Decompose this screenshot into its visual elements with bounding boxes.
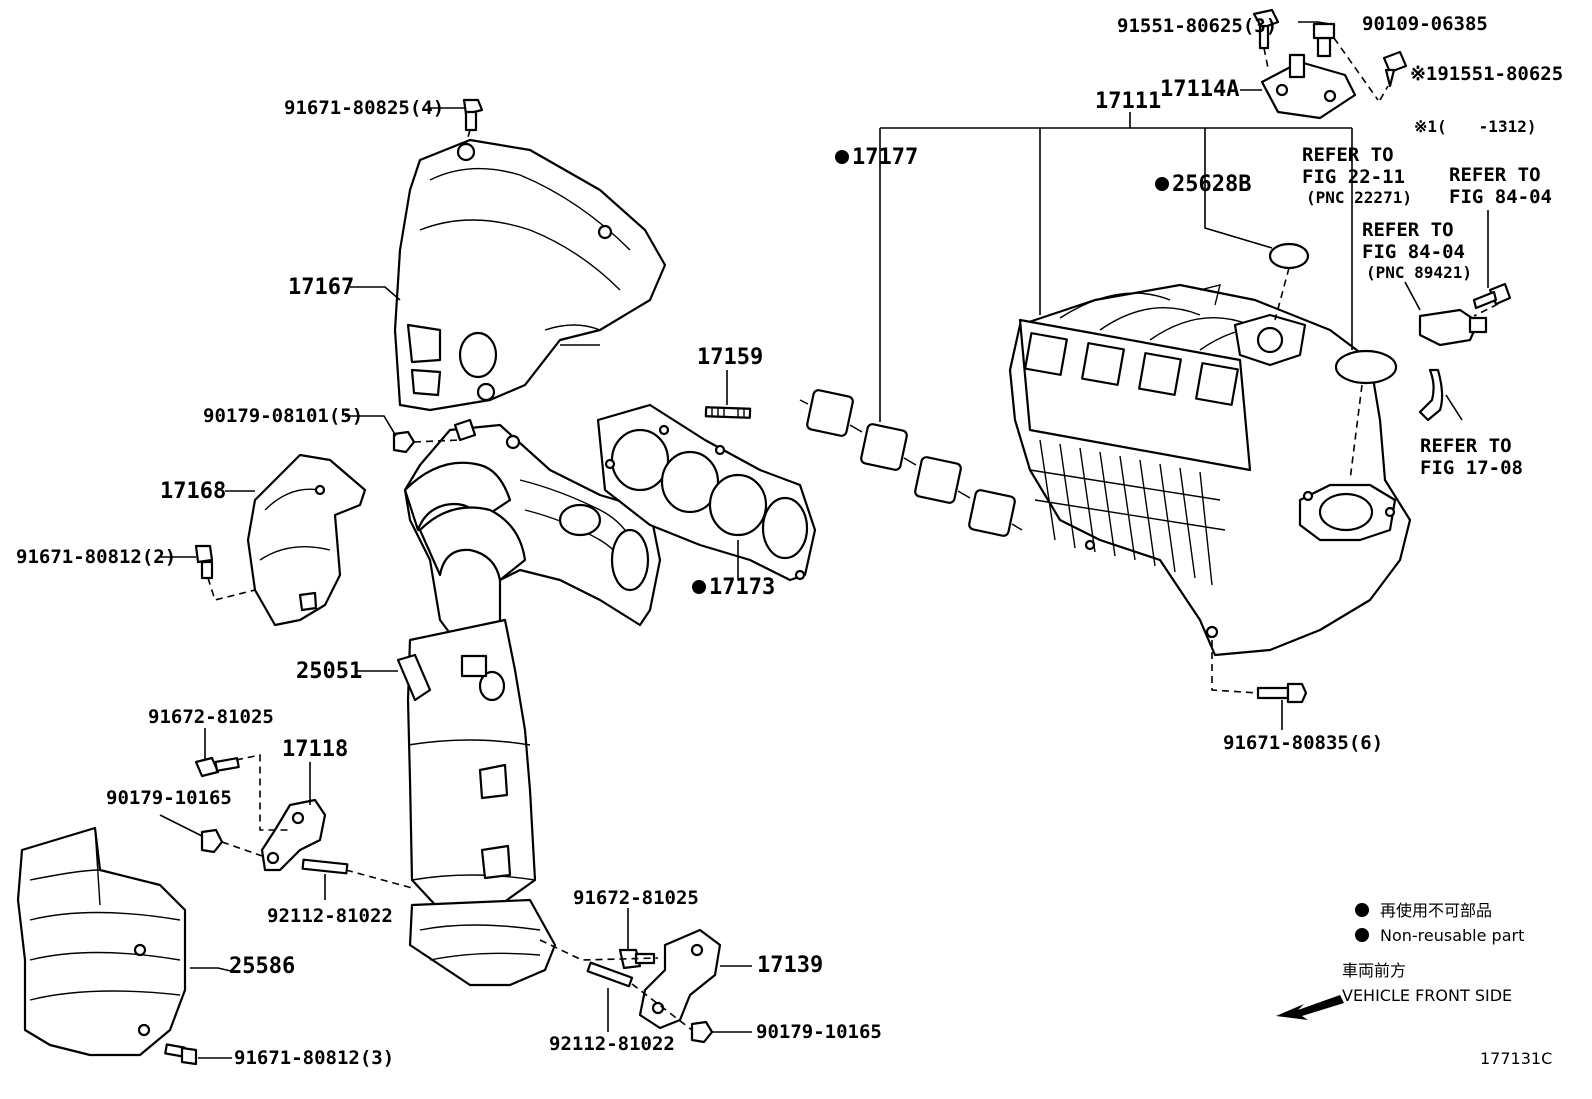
bolt-91671-80825 <box>462 98 484 132</box>
o-ring-throttle <box>1334 349 1398 385</box>
label-90179-10165-a: 90179-10165 <box>106 787 232 809</box>
bolt-91671-80812-2 <box>194 544 214 580</box>
ref-84-04a-line1: REFER TO <box>1449 164 1541 186</box>
part-labels: 91551-80625(3) 90109-06385 ※191551-80625… <box>16 13 1563 1069</box>
gasket-set-17177 <box>799 389 1023 537</box>
label-91551-80625: ※191551-80625 <box>1410 63 1563 85</box>
gasket-17173 <box>596 403 817 582</box>
label-90109-06385: 90109-06385 <box>1362 13 1488 35</box>
non-reusable-dot <box>835 150 849 164</box>
non-reusable-dot <box>692 580 706 594</box>
label-91671-80835-6: 91671-80835(6) <box>1223 732 1383 754</box>
exhaust-manifold-25051 <box>396 418 662 987</box>
legend-ja: 再使用不可部品 <box>1380 901 1492 920</box>
nut-90179-08101 <box>392 430 416 454</box>
label-91671-80825-4: 91671-80825(4) <box>284 97 444 119</box>
bracket-17118 <box>260 798 327 872</box>
nut-90179-10165-a <box>200 828 224 854</box>
nut-90179-10165-b <box>690 1020 714 1044</box>
ref-17-08-line2: FIG 17-08 <box>1420 457 1523 479</box>
ref-22-11-line3: (PNC 22271) <box>1306 188 1412 207</box>
legend-dot <box>1355 928 1369 942</box>
label-17111: 17111 <box>1095 89 1161 114</box>
stud-92112-81022-a <box>301 858 349 875</box>
bolt-91551-80625 <box>1382 50 1408 88</box>
intake-manifold <box>1008 283 1412 657</box>
label-17114A: 17114A <box>1160 77 1239 102</box>
direction-indicator: 車両前方 VEHICLE FRONT SIDE <box>1276 961 1512 1020</box>
label-91671-80812-2: 91671-80812(2) <box>16 546 176 568</box>
label-17177: 17177 <box>852 145 918 170</box>
label-17168: 17168 <box>160 479 226 504</box>
stud-92112-81022-b <box>586 961 634 988</box>
ref-84-04b-line3: (PNC 89421) <box>1366 263 1472 282</box>
label-17173: 17173 <box>709 575 775 600</box>
label-92112-81022-a: 92112-81022 <box>267 905 393 927</box>
label-25051: 25051 <box>296 659 362 684</box>
label-17118: 17118 <box>282 737 348 762</box>
label-17167: 17167 <box>288 275 354 300</box>
bracket-17114A <box>1260 22 1357 120</box>
label-17139: 17139 <box>757 953 823 978</box>
ref-17-08-line1: REFER TO <box>1420 435 1512 457</box>
label-note1: ※1( -1312) <box>1414 117 1536 136</box>
bolt-91672-81025-a <box>194 756 240 778</box>
arrow-left-icon <box>1276 995 1344 1020</box>
ref-84-04a-line2: FIG 84-04 <box>1449 186 1552 208</box>
bolt-91551-80625-3 <box>1252 8 1280 50</box>
heat-insulator-17167 <box>393 138 667 412</box>
non-reusable-dot <box>1155 177 1169 191</box>
label-90179-10165-b: 90179-10165 <box>756 1021 882 1043</box>
label-91551-80625-3: 91551-80625(3) <box>1117 15 1277 37</box>
bracket-17139 <box>638 928 722 1030</box>
label-90179-08101-5: 90179-08101(5) <box>203 405 363 427</box>
o-ring-25628B <box>1268 242 1310 270</box>
label-91672-81025-b: 91672-81025 <box>573 887 699 909</box>
label-17159: 17159 <box>697 345 763 370</box>
ref-22-11-line2: FIG 22-11 <box>1302 166 1405 188</box>
sensor-89421 <box>1418 282 1512 422</box>
label-25586: 25586 <box>229 954 295 979</box>
heat-insulator-25586 <box>16 826 187 1057</box>
bolt-91671-80835 <box>1256 682 1308 704</box>
bolt-91671-80812-3 <box>164 1043 198 1066</box>
legend: 再使用不可部品 Non-reusable part <box>1355 901 1524 945</box>
ref-84-04b-line1: REFER TO <box>1362 219 1454 241</box>
label-91671-80812-3: 91671-80812(3) <box>234 1047 394 1069</box>
legend-dot <box>1355 903 1369 917</box>
ref-84-04b-line2: FIG 84-04 <box>1362 241 1465 263</box>
heat-insulator-17168 <box>246 453 367 627</box>
direction-ja: 車両前方 <box>1342 961 1406 980</box>
ref-22-11-line1: REFER TO <box>1302 144 1394 166</box>
stud-17159 <box>704 406 752 419</box>
figure-id: 177131C <box>1480 1049 1552 1068</box>
label-25628B: 25628B <box>1172 172 1251 197</box>
leader-lines <box>159 21 1499 1059</box>
direction-en: VEHICLE FRONT SIDE <box>1342 986 1512 1005</box>
legend-en: Non-reusable part <box>1380 926 1524 945</box>
label-92112-81022-b: 92112-81022 <box>549 1033 675 1055</box>
label-91672-81025-a: 91672-81025 <box>148 706 274 728</box>
